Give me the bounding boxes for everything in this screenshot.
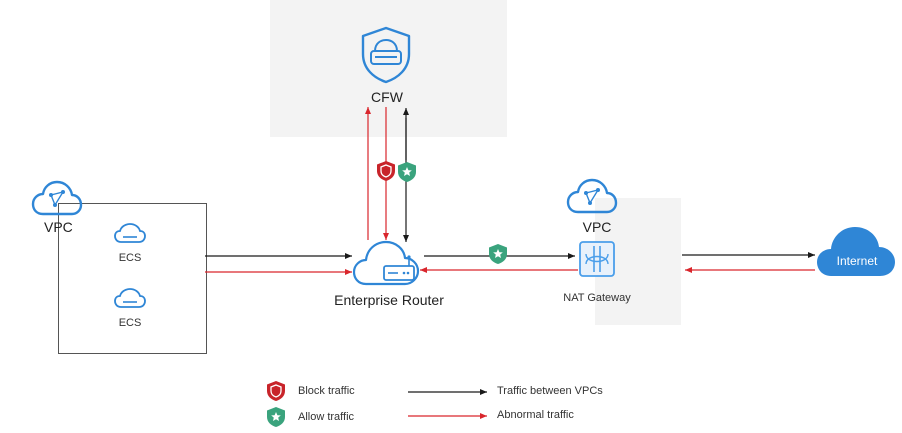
legend-block-label: Block traffic (298, 385, 355, 397)
ecs-2-label: ECS (118, 317, 142, 329)
vpc-right-cloud-icon (566, 178, 618, 214)
allow-traffic-icon-horizontal (489, 244, 507, 264)
legend-allow-label: Allow traffic (298, 411, 355, 423)
allow-traffic-icon (398, 162, 416, 182)
legend-block-icon (267, 381, 285, 401)
ecs-1-icon (114, 223, 146, 243)
vpc-right-label: VPC (582, 219, 612, 235)
internet-label: Internet (836, 254, 878, 268)
vpc-left-cloud-icon (31, 180, 83, 216)
ecs-2-icon (114, 288, 146, 308)
cfw-panel (270, 0, 507, 137)
cfw-label: CFW (371, 89, 403, 105)
nat-gateway-label: NAT Gateway (563, 292, 631, 304)
enterprise-router-icon (352, 240, 420, 286)
ecs-1-label: ECS (118, 252, 142, 264)
vpc-left-label: VPC (44, 219, 73, 235)
legend-normal-label: Traffic between VPCs (497, 385, 603, 397)
internet-cloud-icon (817, 227, 895, 276)
block-traffic-icon (377, 161, 395, 181)
cfw-shield-icon (361, 26, 411, 84)
legend-allow-icon (267, 407, 285, 427)
legend-abnormal-label: Abnormal traffic (497, 409, 574, 421)
enterprise-router-label: Enterprise Router (334, 292, 444, 308)
vpc-left-box (58, 203, 207, 354)
nat-gateway-icon (579, 241, 615, 277)
